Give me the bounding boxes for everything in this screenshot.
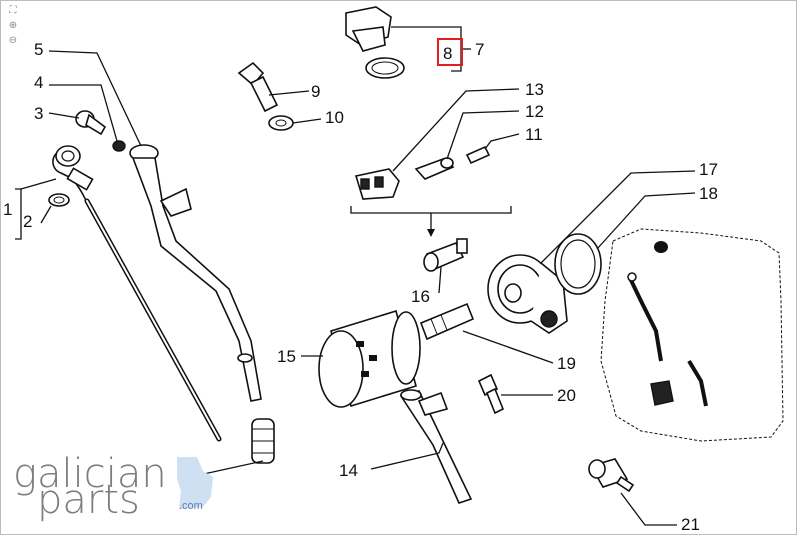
- callout-15[interactable]: 15: [277, 347, 296, 366]
- callout-2[interactable]: 2: [23, 212, 32, 231]
- callout-labels: 1 2 3 4 5 7 8 9 10 11 12 13 14 15 16 17 …: [3, 40, 718, 534]
- bolt-part-9: [237, 61, 279, 113]
- filler-cap-part: [345, 6, 392, 52]
- leader-lines: [15, 26, 696, 526]
- callout-8[interactable]: 8: [443, 44, 452, 63]
- bolt-part-3: [75, 110, 107, 136]
- connector-part: [354, 168, 400, 200]
- callout-4[interactable]: 4: [34, 73, 43, 92]
- callout-1[interactable]: 1: [3, 200, 12, 219]
- callout-3[interactable]: 3: [34, 104, 43, 123]
- logo-line1: galician: [13, 451, 167, 497]
- callout-5[interactable]: 5: [34, 40, 43, 59]
- logo-suffix: .com: [179, 500, 203, 512]
- zoom-toolbar: ⛶ ⊕ ⊖: [7, 5, 21, 50]
- tube-seal-part: [251, 418, 275, 464]
- washer-part-4: [112, 140, 126, 152]
- callout-19[interactable]: 19: [557, 354, 576, 373]
- fit-to-screen-icon[interactable]: ⛶: [9, 5, 17, 16]
- dipstick-part: [52, 145, 222, 442]
- sensor-part-16: [423, 238, 468, 272]
- logo-map-shape: [177, 457, 213, 509]
- callout-14[interactable]: 14: [339, 461, 358, 480]
- connector-bracket: [350, 206, 512, 214]
- callout-11[interactable]: 11: [525, 125, 543, 144]
- pressure-switch-part: [588, 458, 635, 493]
- union-part-19: [419, 302, 475, 341]
- callout-16[interactable]: 16: [411, 287, 430, 306]
- callout-7[interactable]: 7: [475, 40, 484, 59]
- logo-line2: parts: [37, 477, 140, 523]
- zoom-out-icon[interactable]: ⊖: [8, 35, 18, 46]
- callout-17[interactable]: 17: [699, 160, 718, 179]
- dipstick-tube-part: [129, 144, 262, 402]
- callout-9[interactable]: 9: [311, 82, 320, 101]
- seal-part-11: [465, 145, 491, 165]
- bolt-part-20: [477, 373, 505, 415]
- highlight-box: [437, 38, 463, 66]
- callout-13[interactable]: 13: [525, 80, 544, 99]
- callout-10[interactable]: 10: [325, 108, 344, 127]
- engine-block-outline: [600, 228, 784, 442]
- oil-filter-part: [318, 309, 421, 408]
- terminal-part: [414, 157, 455, 180]
- galicianparts-logo: galician parts .com: [13, 451, 213, 523]
- zoom-in-icon[interactable]: ⊕: [8, 20, 18, 31]
- callout-18[interactable]: 18: [699, 184, 718, 203]
- callout-21[interactable]: 21: [681, 515, 700, 534]
- callout-12[interactable]: 12: [525, 102, 544, 121]
- oil-pipe-part: [399, 389, 473, 504]
- callout-20[interactable]: 20: [557, 386, 576, 405]
